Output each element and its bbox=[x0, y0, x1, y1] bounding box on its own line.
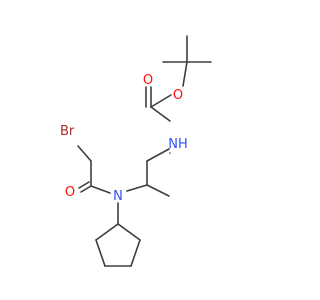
bond-tbu-c-o bbox=[182, 61, 188, 87]
atom-label-amide-nitrogen: N bbox=[113, 189, 123, 204]
atom-label-carbamate-oxygen: O bbox=[143, 73, 153, 88]
atom-label-bromine: Br bbox=[60, 124, 75, 139]
bond-ring-2 bbox=[130, 239, 141, 267]
atom-label-layer: Br O O O N NH bbox=[60, 73, 188, 204]
bond-ch-n bbox=[126, 184, 148, 192]
bond-n-carbonyl-c bbox=[90, 185, 111, 194]
bond-o-carbonyl-c bbox=[150, 94, 172, 108]
bond-ring-1 bbox=[117, 223, 141, 241]
bond-ch-methyl bbox=[146, 184, 170, 197]
carbamate-nitrogen-hydrogen: H bbox=[178, 137, 188, 152]
atom-label-amide-oxygen: O bbox=[65, 185, 75, 200]
bond-amide-c-o-double-b bbox=[78, 181, 90, 189]
bond-nh-ch2 bbox=[146, 148, 170, 162]
bond-amide-c-o-double-a bbox=[80, 185, 92, 193]
molecule-structure: Br O O O N NH bbox=[60, 35, 212, 267]
bond-layer bbox=[77, 35, 212, 267]
atom-label-carbamate-nitrogen: NH bbox=[168, 137, 188, 152]
bond-carbamate-c-n bbox=[150, 106, 171, 122]
bond-ring-4 bbox=[95, 239, 106, 267]
atom-label-ester-oxygen: O bbox=[173, 88, 183, 103]
bond-ring-5 bbox=[95, 223, 119, 241]
carbamate-nitrogen-symbol: N bbox=[168, 137, 178, 152]
bond-ch2-br bbox=[77, 145, 92, 162]
